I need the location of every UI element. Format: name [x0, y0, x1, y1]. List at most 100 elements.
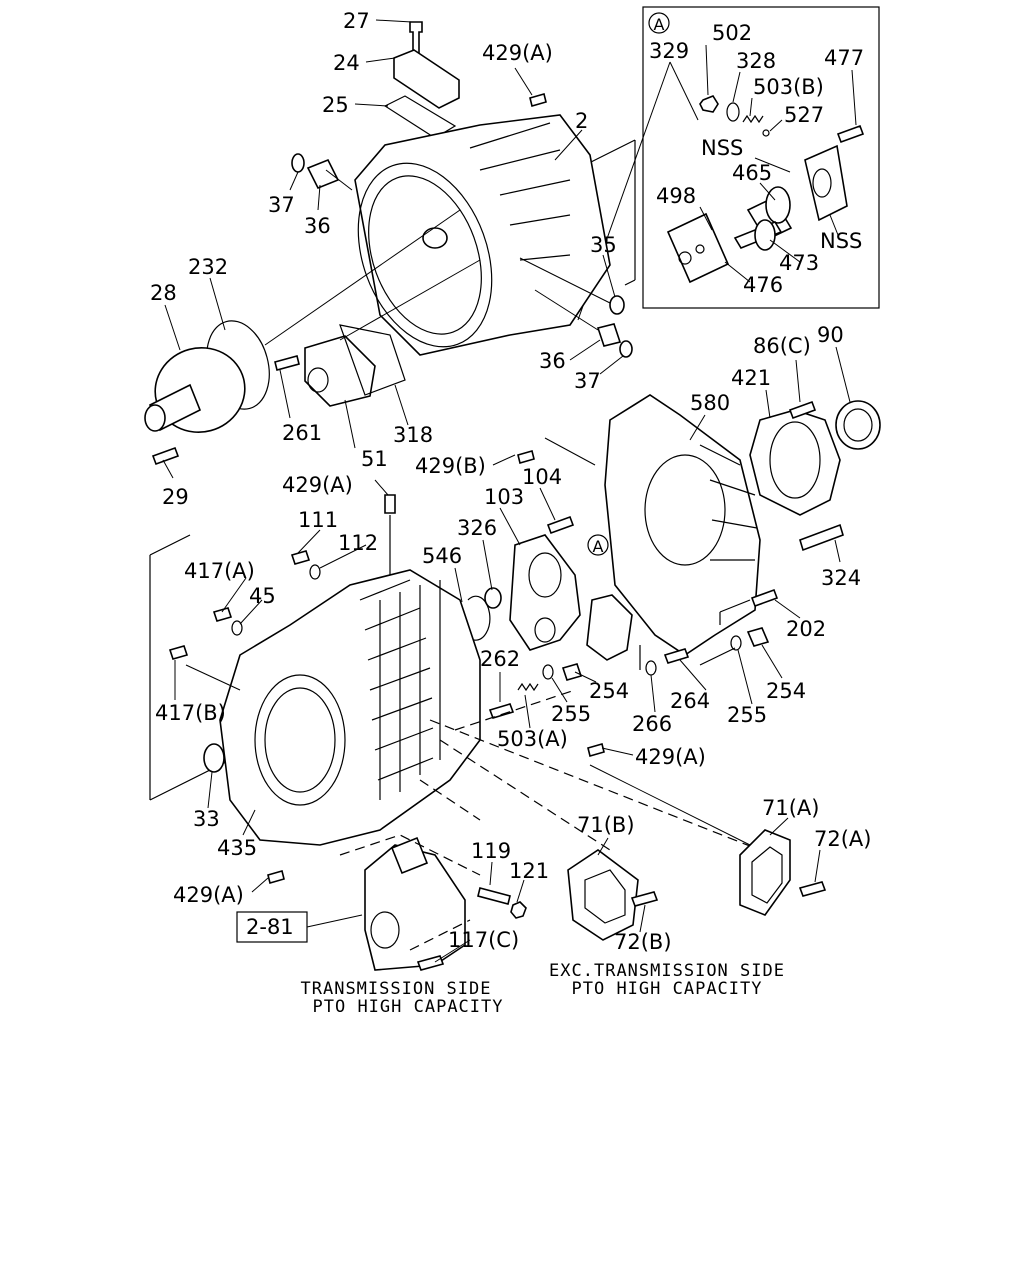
label-326: 326 [457, 516, 497, 540]
label-435: 435 [217, 836, 257, 860]
label-71a: 71(A) [762, 796, 819, 820]
label-121: 121 [509, 859, 549, 883]
label-202: 202 [786, 617, 826, 641]
label-266: 266 [632, 712, 672, 736]
retainer-421 [749, 409, 841, 516]
label-33: 33 [193, 807, 220, 831]
label-473: 473 [779, 251, 819, 275]
label-25: 25 [322, 93, 349, 117]
bolt-324 [799, 523, 844, 552]
label-429a-4: 429(A) [173, 883, 244, 907]
caption-left-line2: PTO HIGH CAPACITY [313, 997, 504, 1017]
bearing-326 [484, 587, 502, 609]
label-36-mid: 36 [539, 349, 566, 373]
housing-103 [509, 534, 581, 651]
label-329: 329 [649, 39, 689, 63]
label-90: 90 [817, 323, 844, 347]
label-328: 328 [736, 49, 776, 73]
bolt-111 [290, 550, 311, 565]
label-45: 45 [249, 584, 276, 608]
label-51: 51 [361, 447, 388, 471]
seal-33 [203, 743, 225, 773]
caption-right-line1: EXC.TRANSMISSION SIDE [549, 961, 785, 981]
label-503a: 503(A) [497, 727, 568, 751]
label-2: 2 [575, 109, 588, 133]
label-232: 232 [188, 255, 228, 279]
label-429a-top: 429(A) [482, 41, 553, 65]
label-72b: 72(B) [614, 930, 672, 954]
label-429a-3: 429(A) [635, 745, 706, 769]
bolt-72a [798, 881, 827, 897]
pto-parts-group: A [454, 450, 633, 729]
label-503b: 503(B) [753, 75, 824, 99]
label-104: 104 [522, 465, 562, 489]
inset-detail-a: A [577, 6, 880, 321]
pump-a [586, 594, 633, 661]
label-318: 318 [393, 423, 433, 447]
bolt-104 [546, 515, 575, 535]
bolt-72b [630, 891, 659, 907]
label-261: 261 [282, 421, 322, 445]
label-502: 502 [712, 21, 752, 45]
label-86c: 86(C) [753, 334, 811, 358]
bolt-202 [750, 588, 779, 608]
transmission-case-group [149, 479, 761, 893]
rear-cover-group [492, 346, 881, 713]
label-417a: 417(A) [184, 559, 255, 583]
label-103: 103 [484, 485, 524, 509]
nut-502 [699, 95, 719, 113]
inset-marker: A [654, 15, 665, 34]
label-112: 112 [338, 531, 378, 555]
seal-35 [609, 295, 625, 315]
label-254-b: 254 [766, 679, 806, 703]
label-546: 546 [422, 544, 462, 568]
bolt-261 [274, 355, 300, 371]
label-28: 28 [150, 281, 177, 305]
cover-71b [567, 849, 639, 941]
bushing-36-top [306, 158, 340, 190]
callout-labels: 27 24 25 429(A) 2 37 36 35 36 37 232 28 … [150, 9, 871, 954]
cover-nss [804, 144, 848, 222]
label-580: 580 [690, 391, 730, 415]
label-27: 27 [343, 9, 370, 33]
label-24: 24 [333, 51, 360, 75]
label-35: 35 [590, 233, 617, 257]
pump-498 [666, 212, 730, 284]
bolt-117c [416, 955, 445, 971]
label-ref-2-81: 2-81 [246, 915, 294, 939]
pto-marker: A [593, 537, 604, 556]
label-254-a: 254 [589, 679, 629, 703]
cover-51 [304, 335, 376, 407]
transmission-case [219, 569, 481, 846]
label-255-b: 255 [727, 703, 767, 727]
bushing-36-mid [596, 323, 622, 347]
bolt-29 [151, 446, 180, 466]
label-465: 465 [732, 161, 772, 185]
caption-right-line2: PTO HIGH CAPACITY [572, 979, 763, 999]
label-429a-2: 429(A) [282, 473, 353, 497]
label-417b: 417(B) [155, 701, 226, 725]
label-36-top: 36 [304, 214, 331, 238]
label-119: 119 [471, 839, 511, 863]
plug-37-mid [619, 340, 633, 358]
captions: TRANSMISSION SIDE PTO HIGH CAPACITY EXC.… [301, 961, 785, 1017]
label-429b: 429(B) [415, 454, 486, 478]
seal-90 [835, 400, 881, 450]
clutch-housing-2 [354, 114, 611, 356]
cover-24 [393, 49, 460, 109]
label-324: 324 [821, 566, 861, 590]
label-37-top: 37 [268, 193, 295, 217]
label-498: 498 [656, 184, 696, 208]
label-117c: 117(C) [448, 928, 519, 952]
label-262: 262 [480, 647, 520, 671]
label-37-mid: 37 [574, 369, 601, 393]
label-477: 477 [824, 46, 864, 70]
label-nss-1: NSS [701, 136, 743, 160]
bottom-group [236, 817, 827, 971]
cover-580 [604, 394, 761, 656]
label-264: 264 [670, 689, 710, 713]
caption-left-line1: TRANSMISSION SIDE [301, 979, 492, 999]
label-71b: 71(B) [577, 813, 635, 837]
plug-37-top [291, 153, 305, 173]
